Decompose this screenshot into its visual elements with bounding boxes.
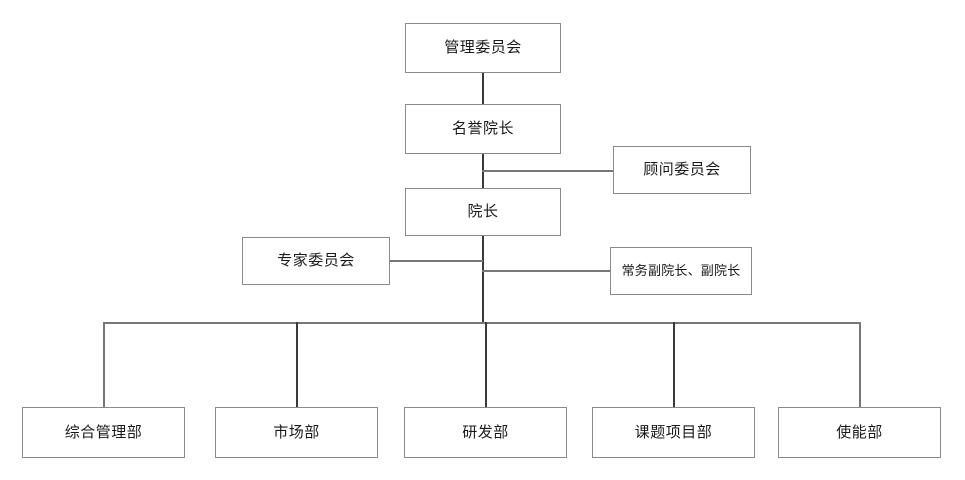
node-label-dept-enablement: 使能部 [836, 423, 883, 441]
connector-spine-to-vicedeans [482, 270, 610, 272]
node-dept-enablement[interactable]: 使能部 [778, 407, 941, 458]
node-label-advisory-committee: 顾问委员会 [643, 161, 721, 178]
node-label-dept-rnd: 研发部 [462, 423, 509, 441]
node-label-dept-marketing: 市场部 [273, 423, 320, 441]
connector-expert-to-spine [390, 260, 483, 262]
connector-bar-to-marketing [296, 322, 298, 407]
connector-mgmt-to-honorary [482, 73, 484, 104]
connector-bar-to-rnd [485, 322, 487, 407]
node-dean[interactable]: 院长 [405, 188, 561, 236]
node-dept-rnd[interactable]: 研发部 [404, 407, 567, 458]
node-label-dept-general-management: 综合管理部 [64, 423, 143, 441]
node-label-vice-deans: 常务副院长、副院长 [621, 263, 741, 279]
node-dept-marketing[interactable]: 市场部 [215, 407, 378, 458]
node-dept-general-management[interactable]: 综合管理部 [22, 407, 185, 458]
node-label-honorary-dean: 名誉院长 [451, 120, 514, 137]
node-management-committee[interactable]: 管理委员会 [405, 23, 561, 73]
connector-bar-to-general-management [103, 322, 105, 407]
node-honorary-dean[interactable]: 名誉院长 [405, 104, 561, 154]
node-advisory-committee[interactable]: 顾问委员会 [613, 146, 751, 194]
node-vice-deans[interactable]: 常务副院长、副院长 [610, 247, 752, 295]
connector-bar-to-research-projects [673, 322, 675, 407]
node-dept-research-projects[interactable]: 课题项目部 [592, 407, 755, 458]
node-label-dean: 院长 [467, 203, 499, 220]
node-expert-committee[interactable]: 专家委员会 [242, 237, 390, 285]
connector-dean-to-distribution-bar [482, 236, 484, 323]
node-label-dept-research-projects: 课题项目部 [634, 423, 713, 441]
connector-bar-to-enablement [859, 322, 861, 407]
connector-distribution-bar [103, 322, 860, 324]
connector-spine-to-advisory [482, 170, 613, 172]
node-label-management-committee: 管理委员会 [444, 39, 522, 56]
node-label-expert-committee: 专家委员会 [277, 252, 355, 269]
